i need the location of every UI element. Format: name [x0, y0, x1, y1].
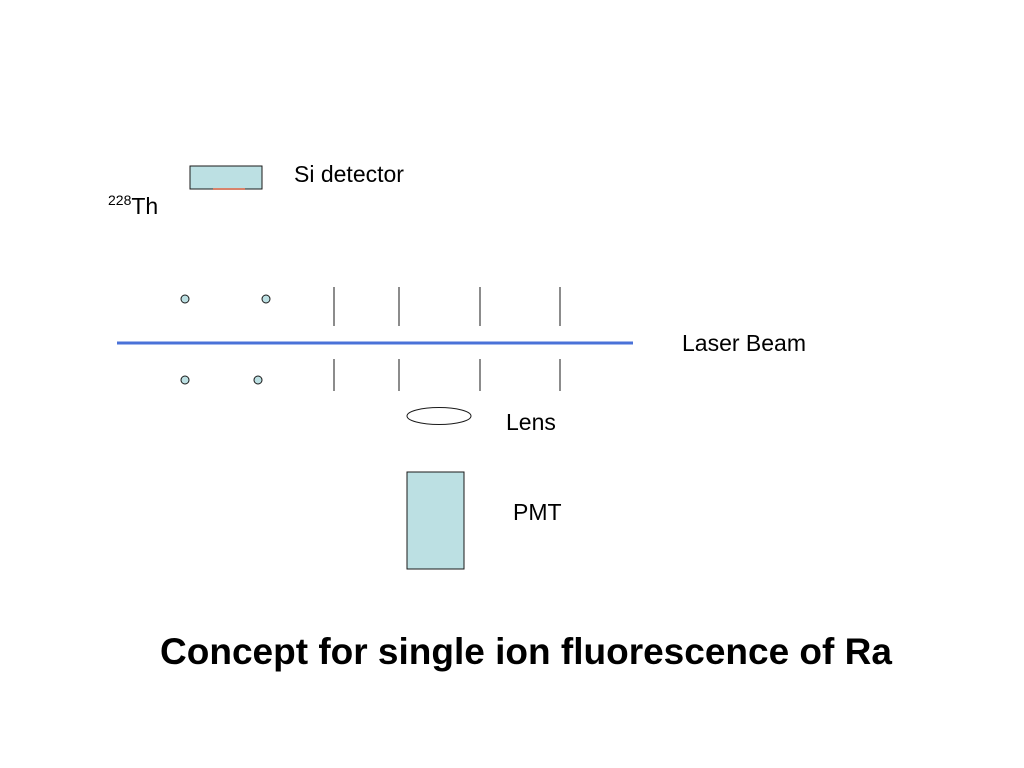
si-detector-label: Si detector	[294, 161, 404, 187]
element-symbol: Th	[131, 193, 159, 219]
si-detector-box	[189, 165, 263, 190]
isotope-mass-number: 228	[108, 192, 132, 208]
lens-shape	[406, 407, 472, 425]
pmt-label: PMT	[513, 499, 562, 525]
slide-title: Concept for single ion fluorescence of R…	[160, 631, 892, 672]
electrode-dot	[180, 375, 190, 385]
thorium-source-label: 228Th	[108, 192, 159, 219]
electrode-dot	[261, 294, 271, 304]
electrode-dot	[180, 294, 190, 304]
laser-beam-label: Laser Beam	[682, 330, 807, 356]
electrode-dot	[253, 375, 263, 385]
pmt-box	[406, 471, 465, 570]
lens-label: Lens	[506, 409, 556, 435]
